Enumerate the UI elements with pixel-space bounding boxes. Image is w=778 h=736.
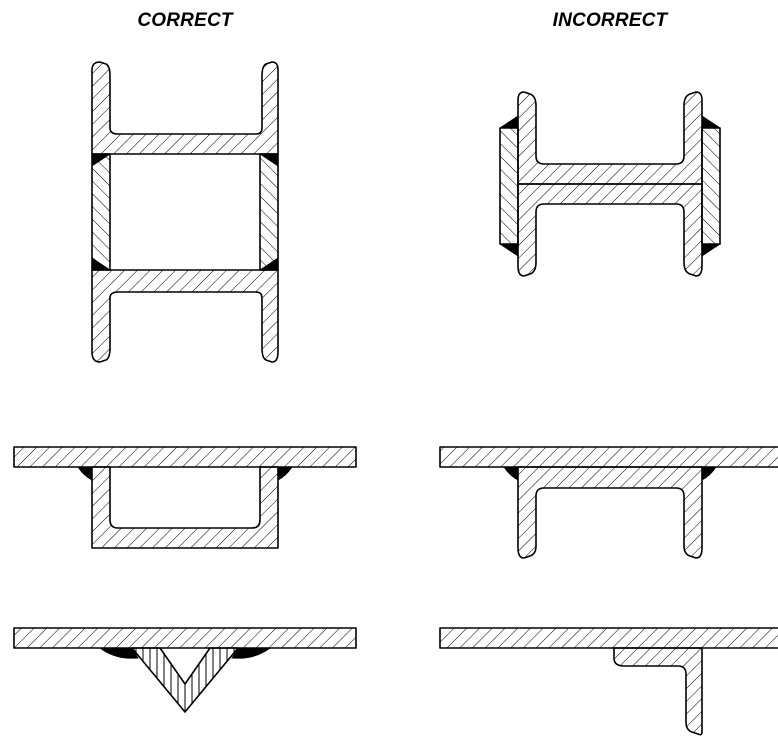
weld-fillet bbox=[701, 466, 717, 481]
correct-heading: CORRECT bbox=[137, 10, 233, 31]
right-side-plate bbox=[259, 153, 279, 271]
weld-fillet bbox=[77, 466, 93, 481]
incorrect-back-to-back-section bbox=[498, 91, 722, 277]
correct-box-section bbox=[91, 61, 279, 363]
weld-fillet bbox=[498, 243, 519, 257]
cover-plate bbox=[13, 446, 357, 468]
cover-plate bbox=[439, 627, 778, 649]
channel-toes-down bbox=[517, 466, 703, 559]
left-side-plate bbox=[499, 127, 519, 245]
incorrect-plate-channel bbox=[439, 446, 778, 559]
correct-plate-angle bbox=[13, 627, 357, 713]
right-side-plate bbox=[701, 127, 721, 245]
weld-fillet bbox=[231, 647, 272, 659]
correct-plate-channel bbox=[13, 446, 357, 549]
weld-fillet bbox=[498, 115, 519, 129]
incorrect-plate-angle bbox=[439, 627, 778, 736]
cover-plate bbox=[439, 446, 778, 468]
upper-channel bbox=[517, 91, 703, 185]
angle-leg bbox=[613, 647, 703, 736]
weld-fillet bbox=[258, 257, 279, 271]
lower-channel bbox=[91, 269, 279, 363]
angle-apex-down bbox=[131, 647, 239, 713]
weld-fillet bbox=[701, 243, 722, 257]
weld-fillet bbox=[503, 466, 519, 481]
incorrect-heading: INCORRECT bbox=[552, 10, 668, 31]
channel-toes-up bbox=[91, 466, 279, 549]
left-side-plate bbox=[91, 153, 111, 271]
weld-fillet bbox=[258, 153, 279, 167]
weld-fillet bbox=[98, 647, 139, 659]
lower-channel bbox=[517, 183, 703, 277]
cover-plate bbox=[13, 627, 357, 649]
weld-fillet bbox=[701, 115, 722, 129]
weld-fillet bbox=[91, 257, 112, 271]
weld-fillet bbox=[277, 466, 293, 481]
weld-fillet bbox=[91, 153, 112, 167]
upper-channel bbox=[91, 61, 279, 155]
